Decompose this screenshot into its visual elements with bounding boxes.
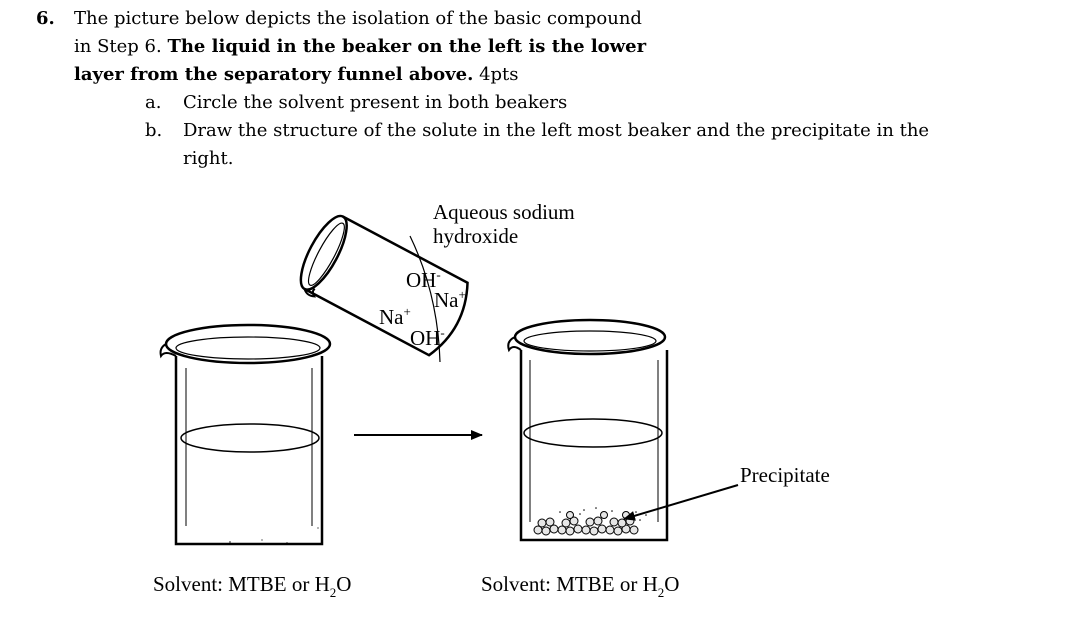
precipitate-particles — [533, 511, 639, 536]
question-line-2: in Step 6. The liquid in the beaker on t… — [74, 36, 647, 57]
pour-fill-line — [409, 235, 441, 363]
question-number: 6. — [36, 8, 55, 29]
ion-sodium-1: Na+ — [434, 287, 466, 312]
question-block: 6. The picture below depicts the isolati… — [0, 5, 1077, 90]
part-b-letter: b. — [145, 120, 163, 141]
part-b-text-continued: right. — [183, 148, 234, 169]
pouring-beaker — [299, 214, 469, 357]
ion-sodium-2: Na+ — [379, 304, 411, 329]
question-line-3: layer from the separatory funnel above. … — [74, 64, 519, 85]
precipitate-label: Precipitate — [740, 463, 830, 487]
pour-label-line-2: hydroxide — [433, 224, 518, 248]
left-solvent-label: Solvent: MTBE or H2O — [153, 572, 351, 600]
question-emphasis-2: layer from the separatory funnel above. — [74, 64, 474, 85]
left-speckles — [229, 527, 319, 544]
ion-hydroxide-1: OH- — [406, 267, 441, 292]
pour-label-line-1: Aqueous sodium — [433, 200, 575, 224]
ion-hydroxide-2: OH- — [410, 325, 445, 350]
part-b-text: Draw the structure of the solute in the … — [183, 120, 930, 141]
part-a-letter: a. — [145, 92, 162, 113]
part-a-text: Circle the solvent present in both beake… — [183, 92, 568, 113]
precipitate-pointer — [623, 484, 739, 521]
left-beaker — [159, 323, 332, 546]
precipitate-dots — [559, 507, 647, 521]
question-emphasis-1: The liquid in the beaker on the left is … — [167, 36, 647, 57]
question-line-1: The picture below depicts the isolation … — [74, 8, 642, 29]
right-beaker — [507, 318, 669, 542]
right-solvent-label: Solvent: MTBE or H2O — [481, 572, 679, 600]
